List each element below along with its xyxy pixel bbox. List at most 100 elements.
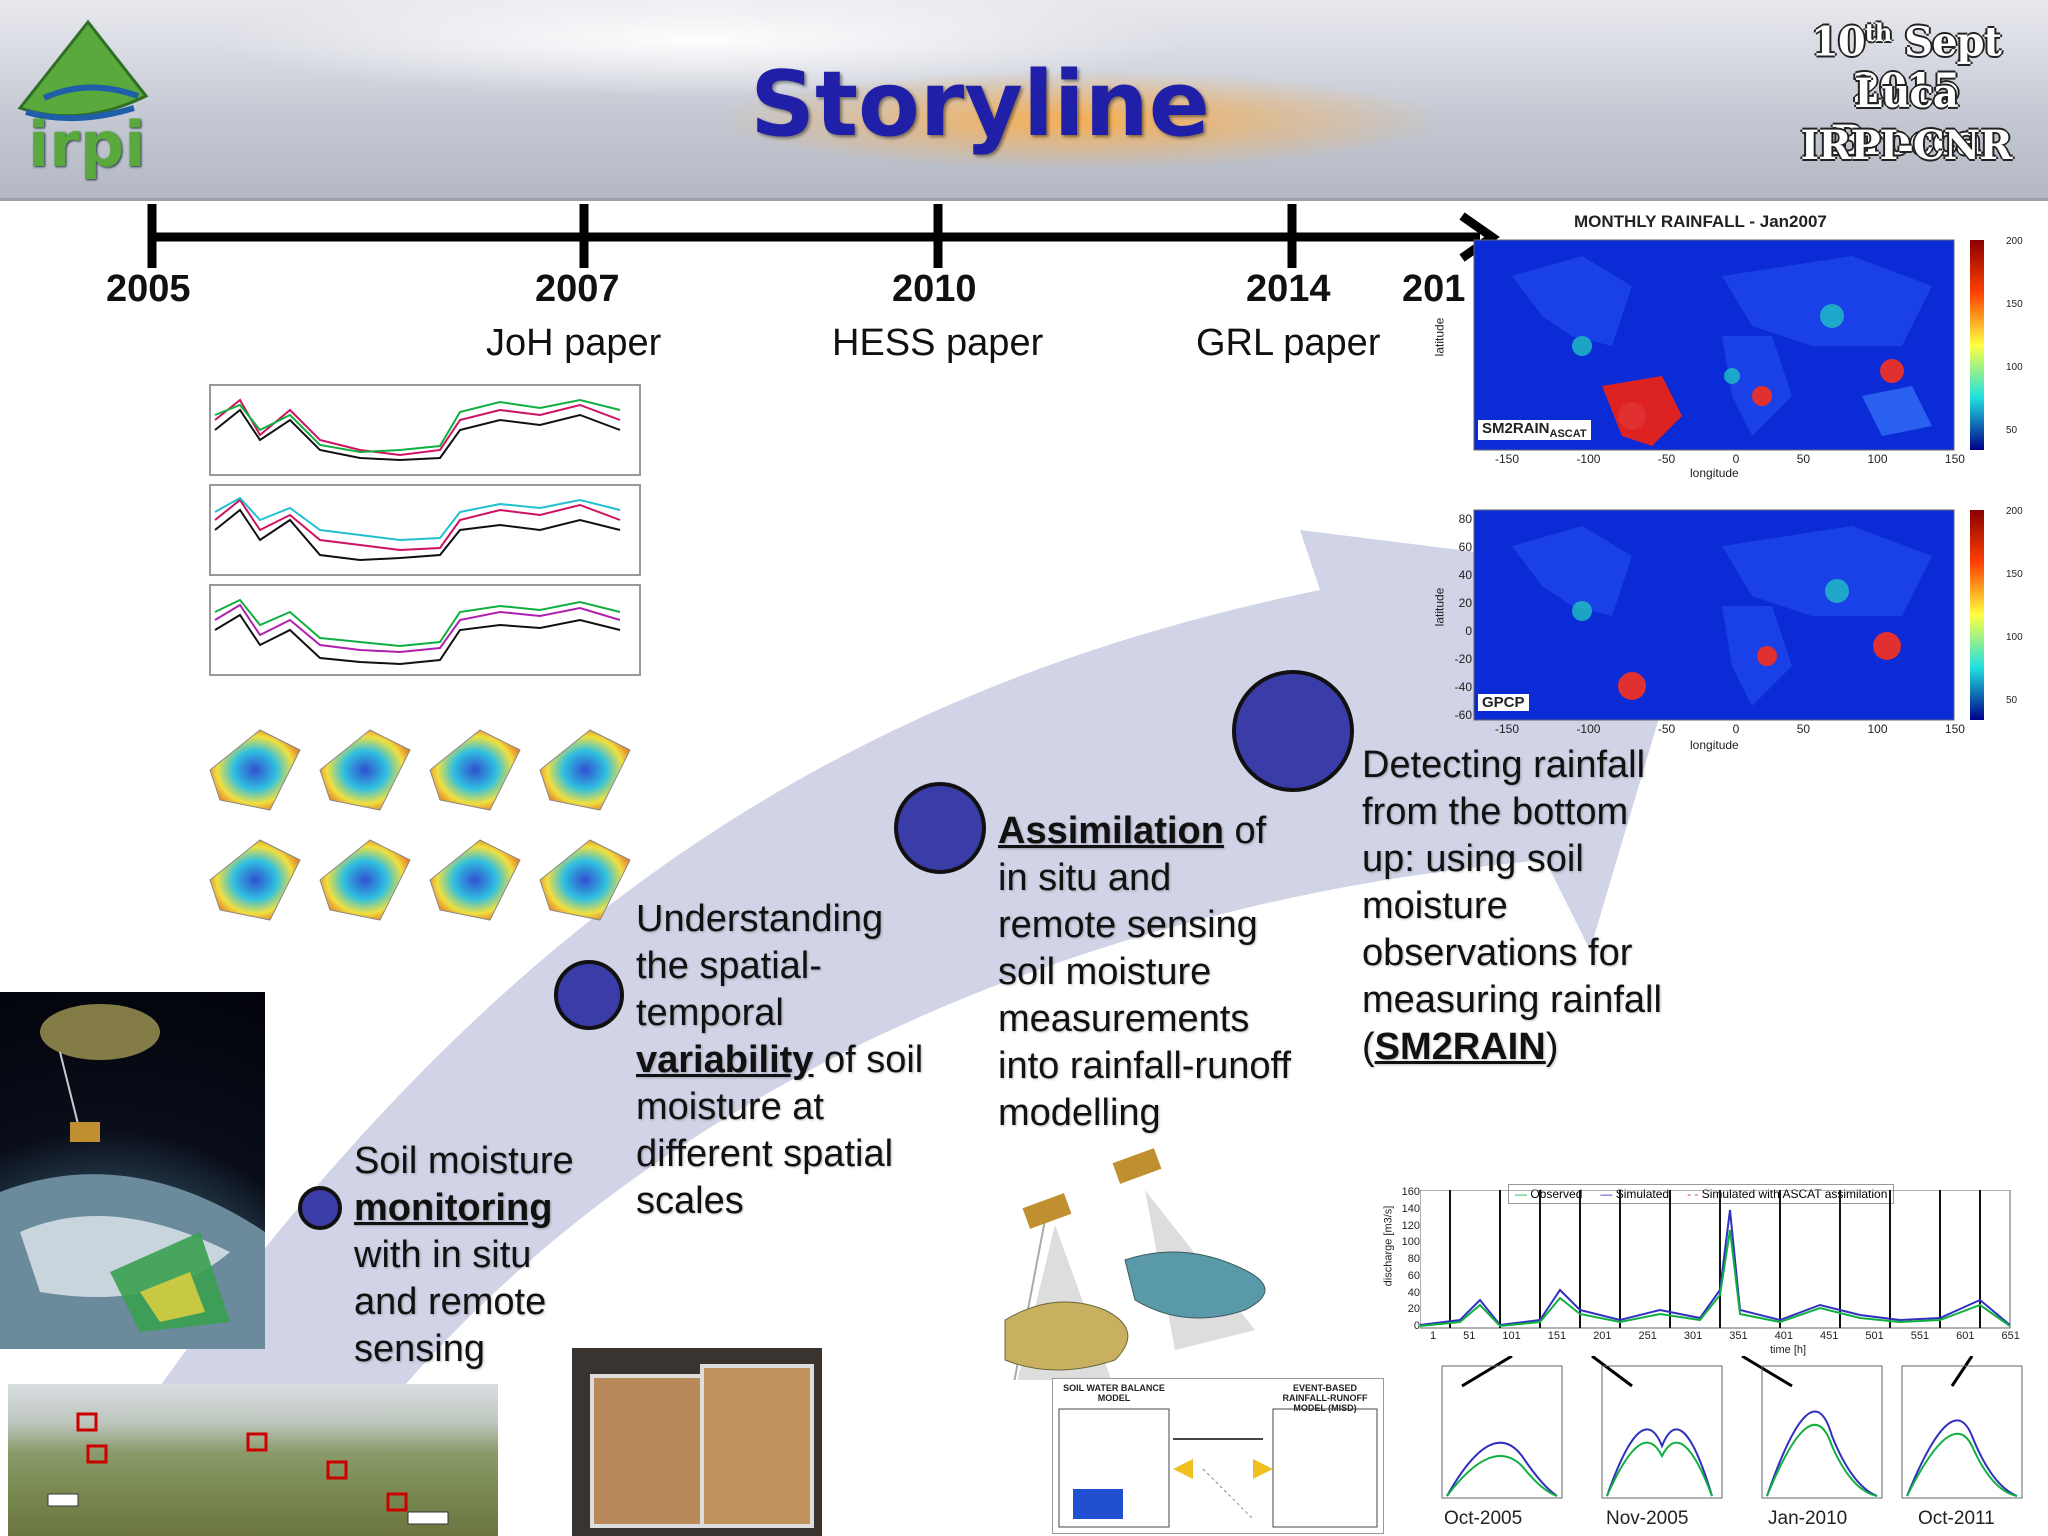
irpi-logo: [10, 16, 150, 186]
colorbar-tick: 150: [2006, 569, 2023, 580]
hydrograph-xlabel: time [h]: [1770, 1344, 1807, 1356]
date-rest: Sept 2015: [1852, 18, 2002, 113]
step-text-variability: Understanding the spatial-temporal varia…: [636, 896, 936, 1225]
step1-text: Soil moisture: [354, 1140, 574, 1182]
x-tick: 651: [2001, 1330, 2020, 1342]
lon-tick: -50: [1657, 452, 1676, 466]
step-text-monitoring: Soil moisture monitoring with in situ an…: [354, 1138, 594, 1373]
y-tick: 160: [1401, 1186, 1420, 1198]
step4-keyword: SM2RAIN: [1374, 1026, 1546, 1068]
lon-tick: -150: [1495, 722, 1520, 736]
lat-tick: -20: [1454, 652, 1472, 666]
y-tick: 0: [1413, 1320, 1420, 1332]
lon-tick: 50: [1796, 722, 1811, 736]
map-lon-ticks: -150 -100 -50 0 50 100 150: [1495, 452, 1965, 466]
presentation-date: 10th Sept 2015: [1776, 18, 2036, 112]
paper-label: GRL paper: [1196, 322, 1381, 364]
colorbar-tick: 200: [2006, 506, 2023, 517]
step-dot-variability: [554, 960, 624, 1030]
diagram-box-right: EVENT-BASED RAINFALL-RUNOFF MODEL (MISD): [1282, 1383, 1368, 1413]
colorbar-tick: 50: [2006, 695, 2018, 706]
event-label: Nov-2005: [1606, 1508, 1689, 1529]
y-tick: 100: [1401, 1236, 1420, 1249]
x-tick: 151: [1547, 1330, 1567, 1342]
model-diagram: SOIL WATER BALANCE MODEL EVENT-BASED RAI…: [1052, 1378, 1384, 1534]
step-text-sm2rain: Detecting rainfall from the bottom up: u…: [1362, 742, 1662, 1071]
map-lat-ticks: 80 60 40 20 0 -20 -40 -60: [1448, 512, 1472, 722]
x-tick: 451: [1820, 1330, 1839, 1342]
x-tick: 351: [1729, 1330, 1748, 1342]
step-dot-sm2rain: [1232, 670, 1354, 792]
institute-name: IRPI-CNR: [1800, 122, 2013, 169]
map-lon-ticks: -150 -100 -50 0 50 100 150: [1495, 722, 1965, 736]
lat-tick: 60: [1458, 540, 1472, 554]
map-ylabel: latitude: [1432, 587, 1447, 627]
spatial-moisture-maps: [209, 729, 631, 921]
hydrograph-y-ticks: 160 140 120 100 80 60 40 20 0: [1400, 1186, 1420, 1332]
y-tick: 20: [1407, 1303, 1420, 1316]
lon-tick: 100: [1867, 722, 1888, 736]
y-tick: 60: [1407, 1269, 1420, 1282]
event-hydrographs: [1441, 1356, 2023, 1499]
colorbar-tick: 100: [2006, 632, 2023, 643]
lon-tick: 0: [1732, 722, 1740, 736]
x-tick: 601: [1956, 1330, 1975, 1342]
event-label: Jan-2010: [1768, 1508, 1848, 1529]
hydrograph-plot: [1420, 1190, 2011, 1329]
colorbar-tick: 100: [2006, 362, 2023, 373]
step-text-assimilation: Assimilation of in situ and remote sensi…: [998, 808, 1298, 1137]
y-tick: 140: [1401, 1202, 1420, 1215]
satellite-earth-image: [0, 992, 265, 1349]
y-tick: 120: [1401, 1219, 1420, 1232]
lon-tick: 50: [1796, 452, 1811, 466]
lon-tick: -50: [1657, 722, 1676, 736]
logo-text: irpi: [28, 108, 146, 181]
paper-label: HESS paper: [832, 322, 1044, 364]
colorbar-tick: 150: [2006, 299, 2023, 310]
rainfall-map-sm2rain: [1473, 239, 1984, 451]
map-label-top-name: SM2RAIN: [1482, 420, 1550, 437]
colorbar-tick: 200: [2006, 236, 2023, 247]
lon-tick: 0: [1732, 452, 1740, 466]
year-label: 201: [1402, 268, 1466, 310]
hydrograph-ylabel: discharge [m3/s]: [1382, 1205, 1395, 1287]
year-label: 2010: [892, 268, 977, 310]
lat-tick: 20: [1458, 596, 1472, 610]
step3-keyword: Assimilation: [998, 810, 1224, 852]
paper-label: JoH paper: [486, 322, 662, 364]
map-title: MONTHLY RAINFALL - Jan2007: [1574, 212, 1827, 231]
date-day: 10: [1811, 18, 1866, 66]
x-tick: 401: [1774, 1330, 1794, 1342]
soil-moisture-timeseries: [209, 384, 641, 676]
timeline-axis: [147, 204, 1500, 268]
year-label: 2014: [1246, 268, 1331, 310]
lat-tick: 0: [1465, 624, 1472, 638]
step2-keyword: variability: [636, 1039, 814, 1081]
lat-tick: 40: [1458, 568, 1472, 582]
x-tick: 51: [1463, 1330, 1476, 1342]
lon-tick: 150: [1944, 722, 1965, 736]
step4-text: Detecting rainfall from the bottom up: u…: [1362, 744, 1662, 1021]
map-label-bottom: GPCP: [1478, 694, 1529, 711]
rainfall-map-gpcp: [1473, 509, 1984, 721]
lat-tick: 80: [1458, 512, 1472, 526]
event-label: Oct-2011: [1918, 1508, 1995, 1529]
hydrograph-x-ticks: 1 51 101 151 201 251 301 351 401 451 501…: [1430, 1330, 2020, 1342]
step1-keyword: monitoring: [354, 1187, 553, 1229]
author-name: Luca Brocca: [1830, 70, 1982, 164]
lon-tick: -100: [1576, 452, 1601, 466]
page-title: Storyline: [750, 52, 1210, 157]
x-tick: 551: [1910, 1330, 1930, 1342]
lon-tick: -150: [1495, 452, 1520, 466]
lat-tick: -60: [1454, 708, 1472, 722]
date-suffix: th: [1864, 18, 1893, 47]
step2-text-rest: of soil moisture at different spatial sc…: [636, 1039, 924, 1222]
field-site-photo: [8, 1384, 498, 1536]
map-xlabel: longitude: [1690, 466, 1739, 480]
x-tick: 1: [1430, 1330, 1437, 1342]
step4-paren-open: (: [1362, 1026, 1375, 1068]
y-tick: 80: [1407, 1253, 1420, 1265]
x-tick: 501: [1865, 1330, 1884, 1342]
map-label-top: SM2RAINASCAT: [1478, 420, 1591, 440]
step-dot-monitoring: [298, 1186, 342, 1230]
